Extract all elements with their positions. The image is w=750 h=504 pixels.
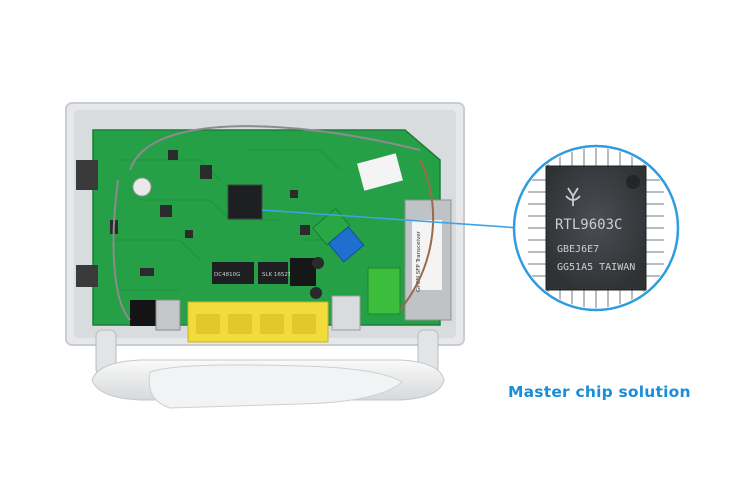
- antenna-cable: [129, 125, 421, 171]
- pcb-traces: [110, 149, 360, 291]
- phone-port: [331, 295, 361, 331]
- power-jack: [130, 300, 160, 326]
- sfp-label-text: GPON SFP Transceiver: [416, 230, 422, 292]
- ic-label-2: DC4810G: [214, 272, 240, 278]
- fiber-connectors: [311, 207, 365, 263]
- main-chip-on-board: [227, 184, 263, 220]
- chip-model: RTL9603C: [555, 217, 622, 233]
- connector-left-bottom: [76, 265, 98, 287]
- pointer-line: [261, 209, 521, 229]
- ic-label-1: SLK 1652T: [262, 272, 292, 278]
- antenna-body: [148, 364, 403, 409]
- realtek-logo: [565, 187, 581, 206]
- ic-dc4810g: [212, 262, 254, 284]
- ic-black: [290, 258, 316, 286]
- qr-sticker: [357, 153, 403, 191]
- fiber-cable: [399, 159, 435, 311]
- chip-origin: GG51A5 TAIWAN: [557, 262, 635, 273]
- chip-pin1-dot: [626, 175, 640, 189]
- connector-left-top: [76, 160, 98, 190]
- antenna-cable: [112, 179, 131, 321]
- ic-slk: [258, 262, 288, 284]
- sc-connector-green: [367, 267, 401, 315]
- capacitor-white: [132, 177, 152, 197]
- port-slots: [196, 314, 316, 334]
- coax-connector: [155, 299, 181, 331]
- caption-text: Master chip solution: [508, 383, 691, 401]
- capacitor: [312, 257, 324, 269]
- zoom-content: RTL9603C GBEJ6E7 GG51A5 TAIWAN: [516, 148, 676, 308]
- capacitor: [310, 287, 322, 299]
- sfp-label: [412, 220, 442, 290]
- chip-batch: GBEJ6E7: [557, 244, 599, 255]
